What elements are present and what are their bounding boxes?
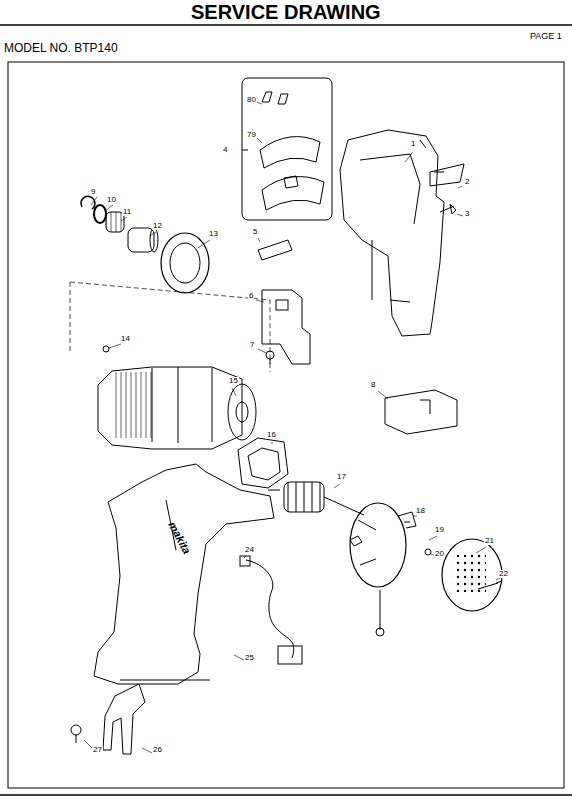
callout-number: 79: [246, 131, 257, 139]
callout-number: 10: [106, 196, 117, 204]
callout-number: 17: [336, 473, 347, 481]
callout-number: 6: [248, 292, 254, 300]
callout-number: 14: [120, 335, 131, 343]
callout-number: 22: [498, 570, 509, 578]
callout-number: 1: [410, 140, 416, 148]
callout-number: 5: [252, 228, 258, 236]
callout-number: 80: [246, 96, 257, 104]
callout-number: 15: [228, 377, 239, 385]
callout-number: 8: [370, 381, 376, 389]
callout-number: 24: [244, 546, 255, 554]
callout-number: 13: [208, 230, 219, 238]
callout-number: 27: [92, 746, 103, 754]
callout-number: 21: [484, 537, 495, 545]
callout-number: 2: [464, 178, 470, 186]
callout-number: 4: [222, 146, 228, 154]
callout-number: 3: [464, 210, 470, 218]
callout-number: 18: [415, 507, 426, 515]
model-number: MODEL NO. BTP140: [4, 42, 118, 54]
callout-number: 9: [90, 188, 96, 196]
page-number: PAGE 1: [530, 32, 562, 41]
page-title: SERVICE DRAWING: [191, 2, 381, 22]
callout-number: 19: [434, 526, 445, 534]
callout-number: 20: [434, 550, 445, 558]
callout-number: 11: [122, 208, 132, 216]
callout-number: 7: [249, 341, 255, 349]
callout-number: 12: [152, 222, 163, 230]
callout-number: 26: [152, 746, 163, 754]
callout-number: 16: [266, 431, 277, 439]
callout-number: 25: [244, 654, 255, 662]
logo-text: makita: [166, 520, 192, 556]
